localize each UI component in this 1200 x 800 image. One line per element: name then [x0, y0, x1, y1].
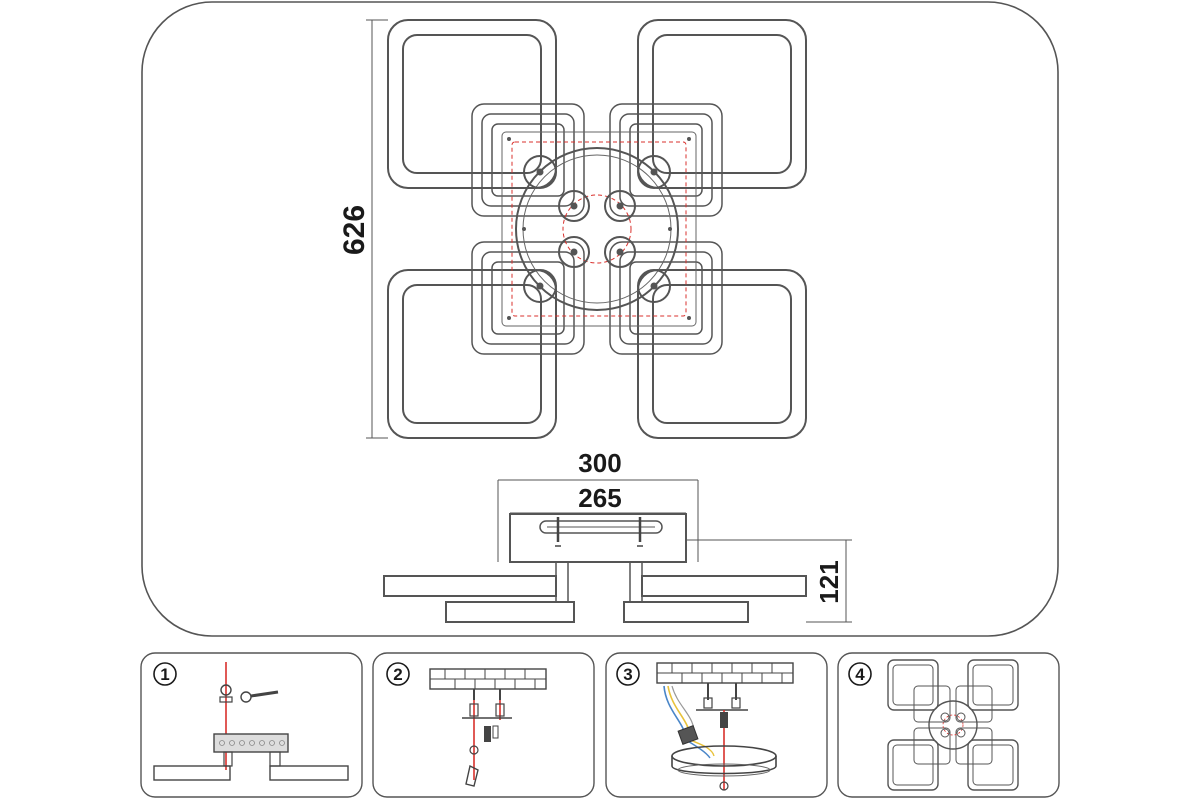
- frame-left: [153, 765, 231, 781]
- anchor-icon: [484, 726, 491, 742]
- height-dimension: 626: [338, 19, 388, 439]
- top-view: 626: [338, 19, 807, 439]
- small-frame-bottom-right: [609, 241, 723, 355]
- main-panel: [141, 1, 1059, 637]
- small-frame-bottom-left: [471, 241, 585, 355]
- ceiling-brick: [429, 668, 547, 690]
- step-3-number: 3: [623, 665, 632, 684]
- inner-sockets: [558, 190, 636, 268]
- ceiling-brick: [656, 662, 794, 684]
- depth-label: 121: [814, 560, 844, 603]
- screw-hole: [687, 137, 691, 141]
- base-plate: [501, 131, 697, 327]
- screwdriver-icon: [465, 764, 479, 787]
- step-4-badge: [848, 662, 872, 686]
- mounting-bar: [539, 520, 663, 534]
- screw-hole: [687, 316, 691, 320]
- terminal-block: [677, 725, 699, 745]
- step-2-panel: 2: [372, 652, 595, 798]
- small-frame-top-left: [471, 103, 585, 217]
- small-frame-top-right: [609, 103, 723, 217]
- wrench-icon: [240, 690, 279, 703]
- frame-right-lower: [623, 601, 749, 623]
- depth-dimension: 121: [686, 539, 852, 623]
- screw-hole: [507, 137, 511, 141]
- frame-left-lower: [445, 601, 575, 623]
- step-1-badge: [153, 662, 177, 686]
- frame-right: [269, 765, 349, 781]
- frame-left-upper: [383, 575, 557, 597]
- step-1-panel: 1: [140, 652, 363, 798]
- step-2-number: 2: [393, 665, 402, 684]
- nut-icon: [220, 684, 232, 696]
- central-hub-inner: [522, 154, 672, 304]
- central-hub: [515, 147, 679, 311]
- step-3-panel: 3: [605, 652, 828, 798]
- assembled-lamp-icon: [887, 659, 1019, 791]
- corner-sockets: [523, 155, 671, 303]
- canopy: [509, 513, 687, 563]
- arm-right: [629, 561, 643, 603]
- overall-width-label: 300: [578, 448, 621, 478]
- screw-hole: [507, 316, 511, 320]
- mounting-outline: [511, 141, 687, 317]
- step-4-number: 4: [855, 665, 865, 684]
- base-width-label: 265: [578, 483, 621, 513]
- step-2-badge: [386, 662, 410, 686]
- step-1-number: 1: [160, 665, 169, 684]
- step-3-badge: [616, 662, 640, 686]
- center-ring: [562, 194, 632, 264]
- height-label: 626: [338, 205, 371, 255]
- side-view: 300 265 121: [383, 448, 852, 623]
- arm-left: [555, 561, 569, 603]
- frame-right-upper: [641, 575, 807, 597]
- canopy-base: [213, 733, 289, 753]
- step-4-panel: 4: [837, 652, 1060, 798]
